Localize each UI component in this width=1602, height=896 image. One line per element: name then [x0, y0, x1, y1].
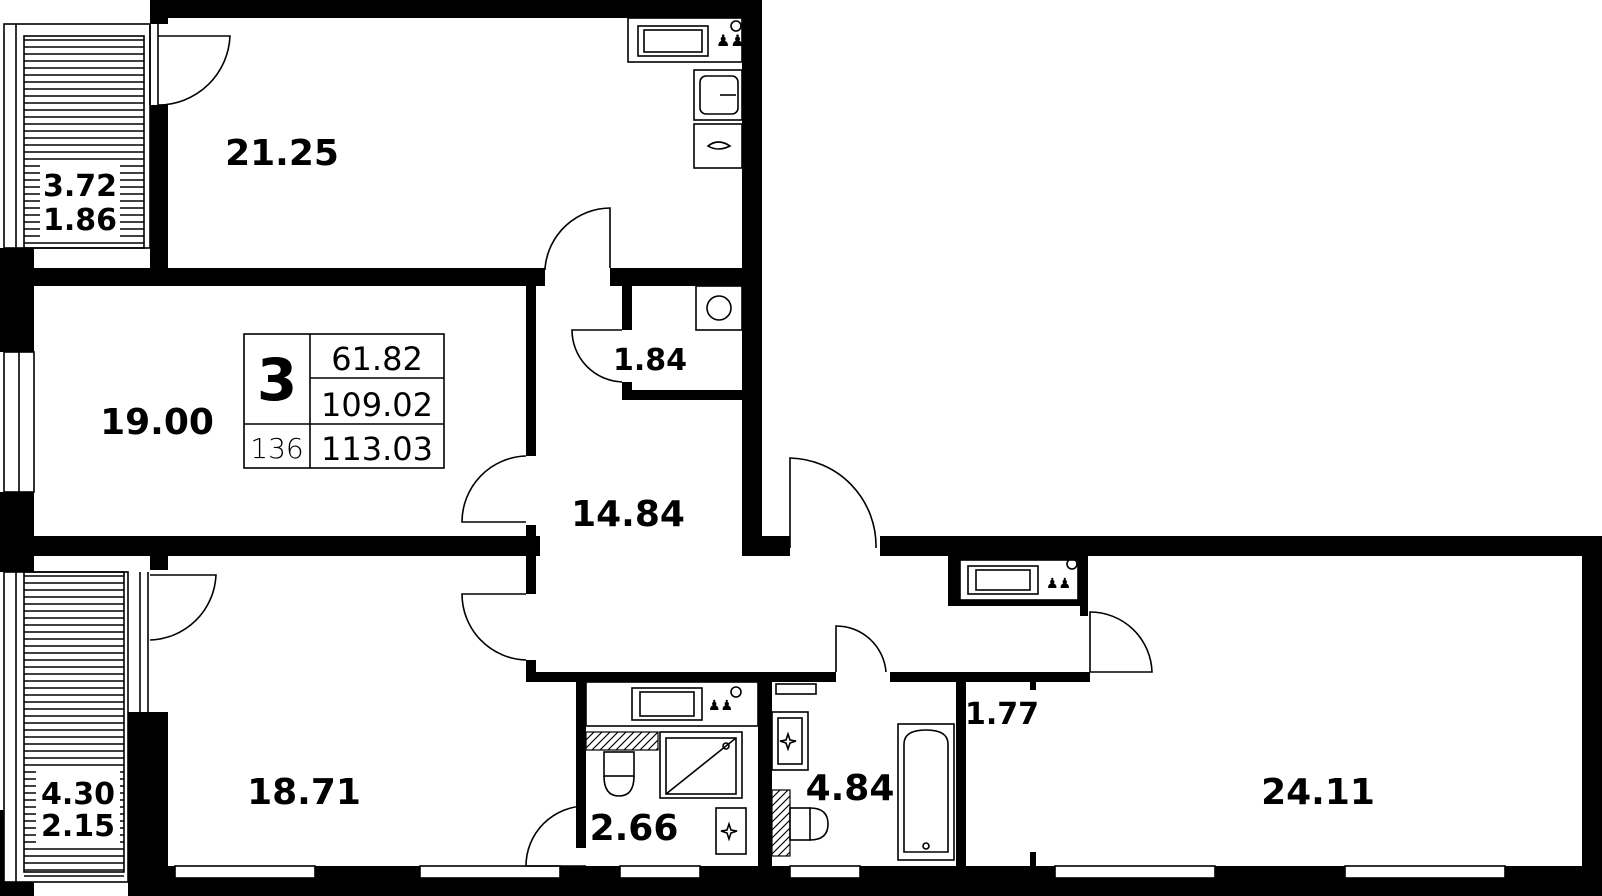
room-area-living: 19.00 — [100, 402, 214, 443]
apartment-info-table: 3 136 61.82 109.02 113.03 — [243, 333, 445, 469]
svg-text:♟♟: ♟♟ — [1046, 576, 1071, 592]
total-with-balconies: 113.03 — [321, 430, 433, 468]
total-area: 109.02 — [321, 386, 433, 424]
balcony-top-area: 3.72 — [43, 169, 117, 204]
room-area-wc: 1.84 — [613, 343, 687, 378]
doors — [461, 207, 1153, 867]
room-area-bedroom-bottom: 18.71 — [247, 772, 361, 813]
rooms-count: 3 — [257, 346, 297, 414]
room-area-bath-small: 2.66 — [590, 808, 679, 849]
balcony-top-reduced-area: 1.86 — [43, 203, 117, 238]
balcony-top — [3, 23, 231, 249]
room-area-bedroom-top: 21.25 — [225, 133, 339, 174]
svg-text:♟♟: ♟♟ — [716, 31, 745, 50]
room-area-kitchen-living: 24.11 — [1261, 772, 1375, 813]
room-labels: 21.25 19.00 18.71 14.84 1.84 2.66 4.84 1… — [41, 133, 1375, 849]
balcony-bottom-area: 4.30 — [41, 777, 115, 812]
windows — [3, 351, 1506, 879]
fixtures: ♟♟ ♟♟ ♟♟ — [585, 17, 1079, 866]
room-area-bath-main: 4.84 — [806, 768, 895, 809]
apartment-number: 136 — [250, 432, 303, 465]
balcony-bottom — [3, 571, 217, 883]
balcony-bottom-reduced-area: 2.15 — [41, 809, 115, 844]
room-area-hall: 14.84 — [571, 494, 685, 535]
living-area: 61.82 — [331, 340, 423, 378]
room-area-corridor: 1.77 — [965, 697, 1039, 732]
svg-text:♟♟: ♟♟ — [708, 698, 733, 714]
